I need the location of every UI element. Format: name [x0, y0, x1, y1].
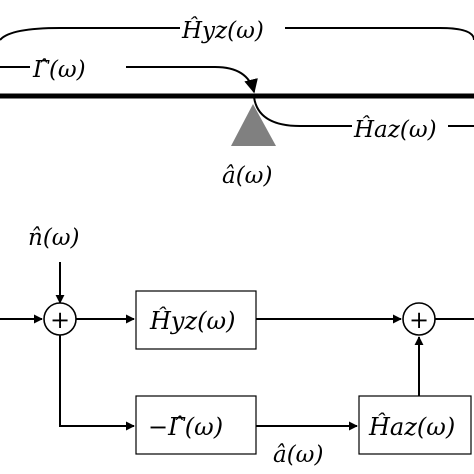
h-yz-top-label: Ĥyz(ω) [181, 17, 264, 44]
sensor-triangle [231, 104, 276, 146]
h-yz-block: Ĥyz(ω) [135, 290, 257, 350]
gamma-top-label: Γ̂(ω) [32, 57, 86, 83]
block-diagram: n̂(ω) + Ĥyz(ω) + −Γ̂(ω) [0, 225, 474, 468]
top-diagram: Ĥyz(ω) Γ̂(ω) Ĥaz(ω) â(ω) [0, 17, 474, 189]
svg-text:+: + [409, 306, 429, 334]
svg-text:Ĥyz(ω): Ĥyz(ω) [149, 306, 235, 335]
h-az-curve [253, 96, 352, 127]
svg-text:+: + [50, 306, 70, 334]
h-az-top-label: Ĥaz(ω) [353, 116, 437, 143]
h-yz-arc-right [285, 27, 474, 41]
gamma-arc-right [126, 66, 258, 94]
h-yz-arc [0, 27, 180, 41]
neg-gamma-block: −Γ̂(ω) [135, 395, 257, 455]
branch-to-gamma [59, 335, 135, 431]
a-hat-top-label: â(ω) [222, 163, 272, 189]
summing-junction-1: + [43, 302, 77, 336]
svg-text:Ĥaz(ω): Ĥaz(ω) [368, 412, 455, 441]
svg-text:−Γ̂(ω): −Γ̂(ω) [148, 413, 223, 441]
summing-junction-2: + [402, 302, 436, 336]
n-hat-label: n̂(ω) [28, 225, 80, 251]
h-az-block: Ĥaz(ω) [358, 395, 472, 455]
a-hat-block-label: â(ω) [273, 442, 323, 468]
